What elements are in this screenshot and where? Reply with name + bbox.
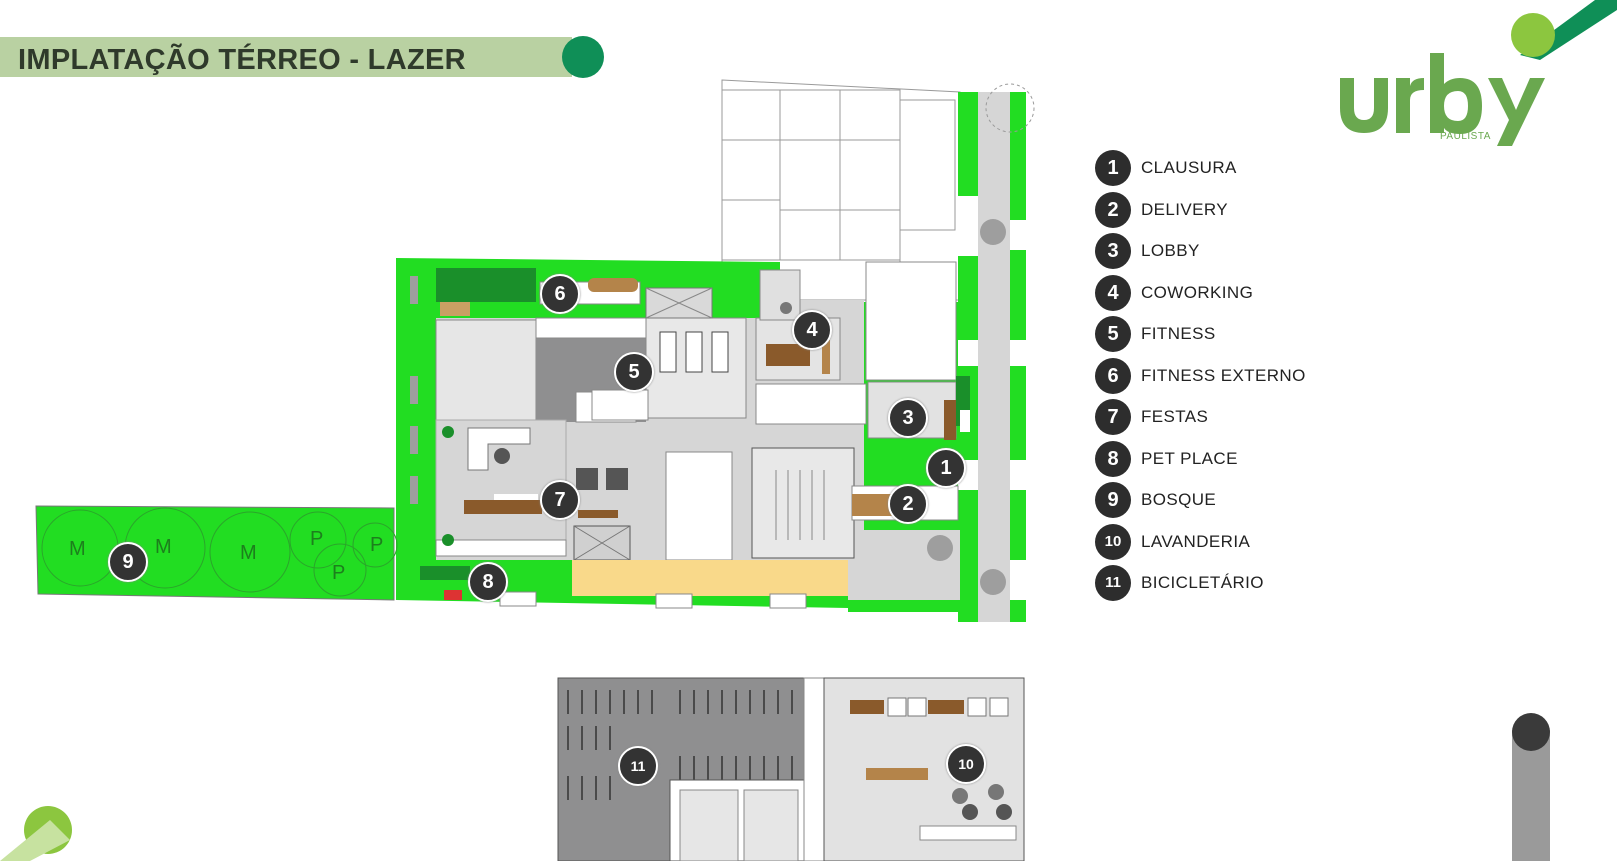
plan-marker-8: 8: [468, 562, 508, 602]
tree-label: M: [69, 538, 86, 560]
plan-marker-11: 11: [618, 746, 658, 786]
legend-label: DELIVERY: [1141, 200, 1228, 219]
legend-label: COWORKING: [1141, 283, 1254, 302]
legend-number: 9: [1095, 482, 1131, 518]
legend-item: 6 FITNESS EXTERNO: [1095, 358, 1355, 394]
tree-label: M: [240, 542, 257, 564]
title-band: [0, 37, 572, 77]
plan-marker-7: 7: [540, 480, 580, 520]
legend-label: FESTAS: [1141, 407, 1209, 426]
legend-number: 2: [1095, 192, 1131, 228]
legend-label: LOBBY: [1141, 241, 1200, 260]
legend-label: FITNESS EXTERNO: [1141, 366, 1306, 385]
plan-marker-6: 6: [540, 274, 580, 314]
legend-number: 4: [1095, 275, 1131, 311]
legend-number: 11: [1095, 565, 1131, 601]
legend-number: 6: [1095, 358, 1131, 394]
tree-label: P: [370, 534, 384, 556]
legend-item: 8 PET PLACE: [1095, 441, 1355, 477]
title-dot-icon: [562, 36, 604, 78]
legend-number: 1: [1095, 150, 1131, 186]
corner-decoration-bottom-left: [0, 806, 72, 861]
legend-number: 8: [1095, 441, 1131, 477]
legend-label: PET PLACE: [1141, 449, 1238, 468]
legend-item: 2 DELIVERY: [1095, 192, 1355, 228]
legend-item: 11 BICICLETÁRIO: [1095, 565, 1355, 601]
plan-marker-4: 4: [792, 310, 832, 350]
plan-marker-2: 2: [888, 484, 928, 524]
tree-label: M: [155, 536, 172, 558]
plan-marker-5: 5: [614, 352, 654, 392]
page-title: IMPLATAÇÃO TÉRREO - LAZER: [18, 44, 466, 76]
legend-number: 5: [1095, 316, 1131, 352]
legend-item: 9 BOSQUE: [1095, 482, 1355, 518]
legend-label: FITNESS: [1141, 324, 1216, 343]
tree-label: P: [310, 528, 324, 550]
corner-decoration-top-right: [1511, 0, 1617, 60]
plan-marker-1: 1: [926, 448, 966, 488]
legend-item: 7 FESTAS: [1095, 399, 1355, 435]
legend-item: 1 CLAUSURA: [1095, 150, 1355, 186]
plan-marker-3: 3: [888, 398, 928, 438]
plan-marker-9: 9: [108, 542, 148, 582]
legend-label: BOSQUE: [1141, 490, 1217, 509]
corner-decoration-bottom-right: [1512, 713, 1550, 861]
logo-subtitle: PAULISTA: [1440, 131, 1491, 142]
legend-item: 5 FITNESS: [1095, 316, 1355, 352]
legend-item: 10 LAVANDERIA: [1095, 524, 1355, 560]
urby-logo: [1340, 53, 1545, 146]
legend-label: CLAUSURA: [1141, 158, 1237, 177]
pet-place: [572, 560, 848, 596]
bosque-area: [35, 505, 395, 601]
legend-number: 10: [1095, 524, 1131, 560]
legend-label: LAVANDERIA: [1141, 532, 1251, 551]
plan-marker-10: 10: [946, 744, 986, 784]
legend-item: 4 COWORKING: [1095, 275, 1355, 311]
legend-number: 3: [1095, 233, 1131, 269]
legend-number: 7: [1095, 399, 1131, 435]
tree-label: P: [332, 562, 346, 584]
legend-item: 3 LOBBY: [1095, 233, 1355, 269]
legend-label: BICICLETÁRIO: [1141, 573, 1264, 592]
